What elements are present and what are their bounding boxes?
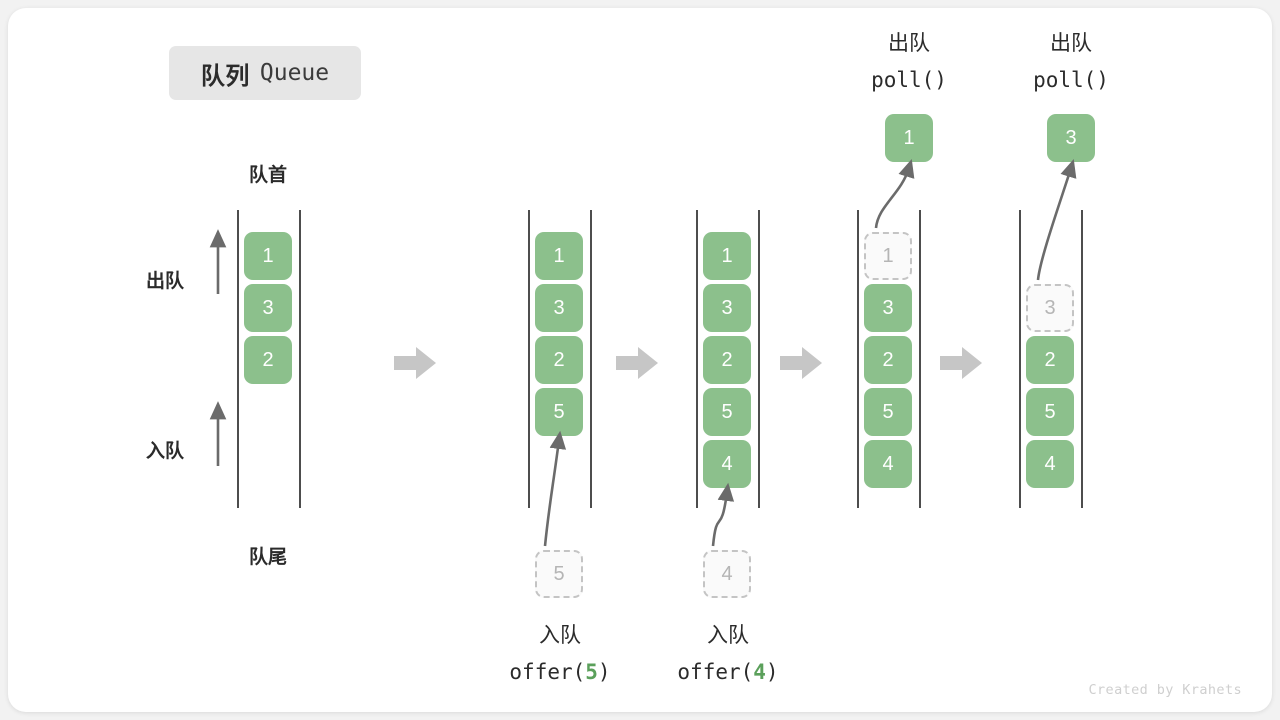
footer-credit: Created by Krahets xyxy=(1088,682,1242,698)
queue-rail xyxy=(299,210,301,508)
enqueue-direction-label: 入队 xyxy=(146,441,185,462)
queue-element-removed: 3 xyxy=(1026,284,1074,332)
dequeue-caption-cn: 出队 xyxy=(1050,32,1092,55)
dequeue-caption-call: poll() xyxy=(871,68,947,92)
queue-rail xyxy=(919,210,921,508)
flow-arrow-icon xyxy=(940,347,982,379)
queue-rail xyxy=(696,210,698,508)
pending-element: 4 xyxy=(703,550,751,598)
enqueue-caption-cn: 入队 xyxy=(707,624,749,647)
queue-element: 2 xyxy=(535,336,583,384)
enqueue-caption: 入队 offer(4) xyxy=(638,618,818,690)
queue-element: 2 xyxy=(864,336,912,384)
queue-element: 5 xyxy=(535,388,583,436)
queue-element: 4 xyxy=(1026,440,1074,488)
title-chinese: 队列 xyxy=(200,62,250,90)
queue-rail xyxy=(590,210,592,508)
title-english: Queue xyxy=(259,60,330,86)
dequeue-direction-arrow-icon xyxy=(209,229,227,294)
queue-element: 2 xyxy=(244,336,292,384)
pending-element: 5 xyxy=(535,550,583,598)
queue-element: 5 xyxy=(864,388,912,436)
flow-arrow-icon xyxy=(616,347,658,379)
queue-element: 1 xyxy=(535,232,583,280)
queue-front-label: 队首 xyxy=(248,165,287,186)
queue-element: 1 xyxy=(244,232,292,280)
enqueue-caption: 入队 offer(5) xyxy=(470,618,650,690)
flow-arrow-icon xyxy=(780,347,822,379)
flow-arrow-icon xyxy=(394,347,436,379)
queue-element: 2 xyxy=(1026,336,1074,384)
dequeue-caption: 出队 poll() xyxy=(815,26,1003,98)
enqueue-direction-arrow-icon xyxy=(209,401,227,466)
queue-element: 3 xyxy=(535,284,583,332)
queue-rail xyxy=(1081,210,1083,508)
queue-element: 3 xyxy=(244,284,292,332)
queue-element: 3 xyxy=(703,284,751,332)
queue-rail xyxy=(758,210,760,508)
dequeue-caption-cn: 出队 xyxy=(888,32,930,55)
popped-element: 1 xyxy=(885,114,933,162)
queue-element: 5 xyxy=(1026,388,1074,436)
enqueue-caption-cn: 入队 xyxy=(539,624,581,647)
dequeue-direction-label: 出队 xyxy=(146,271,185,292)
queue-rail xyxy=(237,210,239,508)
queue-element: 3 xyxy=(864,284,912,332)
queue-element: 4 xyxy=(703,440,751,488)
dequeue-caption: 出队 poll() xyxy=(977,26,1165,98)
popped-element: 3 xyxy=(1047,114,1095,162)
queue-rear-label: 队尾 xyxy=(248,547,287,568)
queue-element-removed: 1 xyxy=(864,232,912,280)
enqueue-caption-call: offer(5) xyxy=(509,660,611,684)
queue-rail xyxy=(857,210,859,508)
queue-element: 1 xyxy=(703,232,751,280)
queue-element: 4 xyxy=(864,440,912,488)
diagram-title-badge: 队列 Queue xyxy=(169,46,361,100)
queue-rail xyxy=(1019,210,1021,508)
queue-rail xyxy=(528,210,530,508)
queue-element: 2 xyxy=(703,336,751,384)
dequeue-caption-call: poll() xyxy=(1033,68,1109,92)
queue-element: 5 xyxy=(703,388,751,436)
enqueue-caption-call: offer(4) xyxy=(677,660,779,684)
